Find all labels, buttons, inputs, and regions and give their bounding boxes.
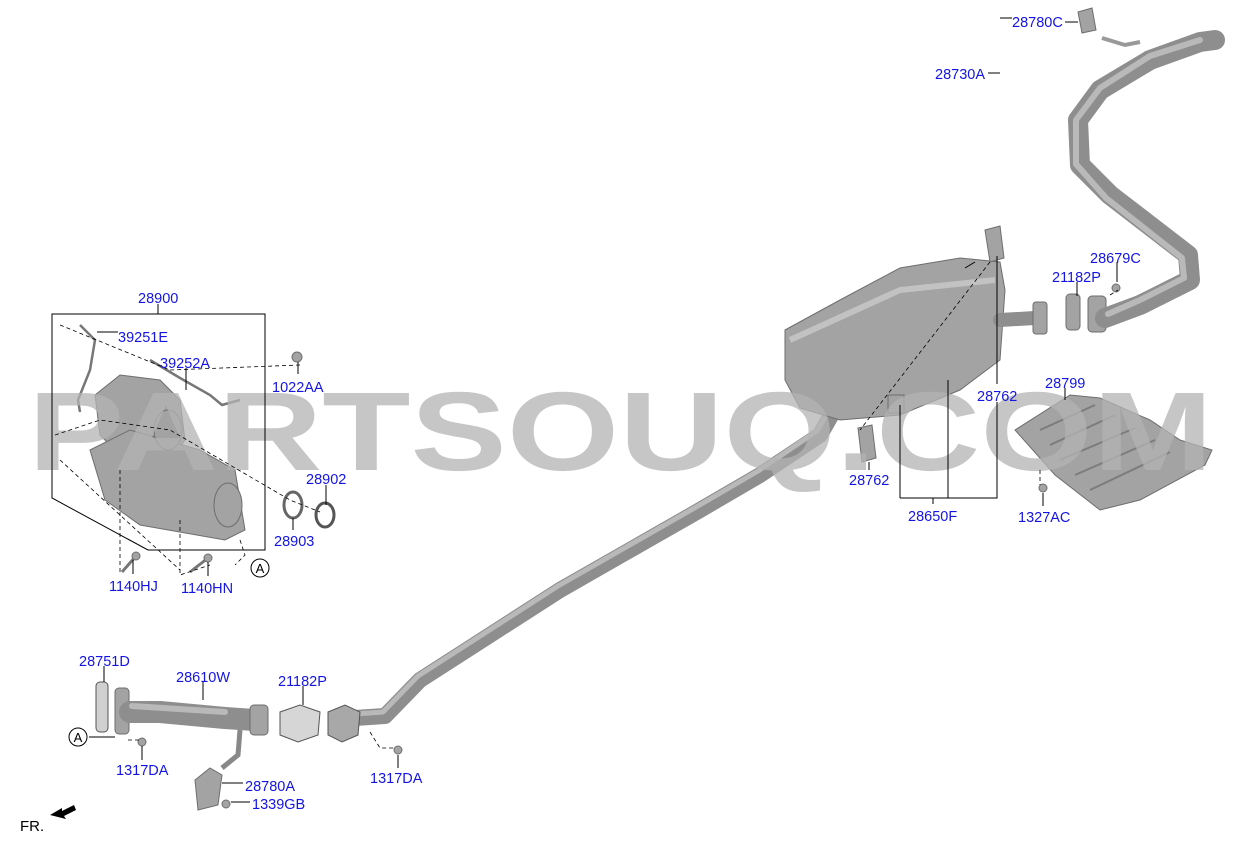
part-label-39252A[interactable]: 39252A [160,356,210,372]
flange-center-pipe [327,704,361,743]
part-label-28780A[interactable]: 28780A [245,779,295,795]
rubber-hanger-28780A[interactable] [194,767,223,811]
rear-muffler[interactable] [784,257,1048,421]
clamp-28902[interactable] [314,501,336,529]
center-pipe[interactable] [347,392,848,726]
svg-text:A: A [74,730,83,745]
part-label-28780C[interactable]: 28780C [1012,15,1063,31]
part-label-28650F[interactable]: 28650F [908,509,957,525]
part-label-1140HN[interactable]: 1140HN [181,581,233,597]
gasket-28903[interactable] [282,490,304,520]
catalytic-converter[interactable] [89,374,246,541]
sensor-wire-39251E [76,324,97,413]
sensor-wire-39252A [149,358,241,407]
front-arrow-icon [50,805,76,819]
part-label-1327AC[interactable]: 1327AC [1018,510,1070,526]
nut-1317DA-right[interactable] [393,745,403,755]
tail-pipe[interactable] [1068,30,1225,328]
tail-hanger-rod [1101,36,1141,48]
part-label-28610W[interactable]: 28610W [176,670,230,686]
reference-marker-a-upper: A [250,558,270,578]
front-pipe[interactable] [114,687,269,770]
part-label-28799[interactable]: 28799 [1045,376,1085,392]
part-label-1140HJ[interactable]: 1140HJ [109,579,158,595]
part-label-28903[interactable]: 28903 [274,534,314,550]
part-label-28679C[interactable]: 28679C [1090,251,1141,267]
gasket-28751D[interactable] [95,681,109,733]
part-label-21182P-rear[interactable]: 21182P [1052,270,1101,286]
nut-1022AA[interactable] [291,351,303,363]
front-direction-indicator: FR. [20,805,76,835]
part-label-28762-lower[interactable]: 28762 [849,473,889,489]
bolt-1140HJ[interactable] [120,551,141,573]
svg-text:FR.: FR. [20,818,44,835]
svg-text:A: A [256,561,265,576]
part-label-28902[interactable]: 28902 [306,472,346,488]
reference-marker-a-lower: A [68,727,88,747]
part-label-1317DA-left[interactable]: 1317DA [116,763,169,779]
part-label-28762-upper[interactable]: 28762 [977,389,1017,405]
part-label-1317DA-right[interactable]: 1317DA [370,771,423,787]
dashed-guides [54,261,1119,749]
nut-1327AC[interactable] [1038,483,1048,493]
part-label-28730A[interactable]: 28730A [935,67,985,83]
part-label-28900[interactable]: 28900 [138,291,178,307]
leader-lines [51,17,1118,803]
rear-gasket[interactable] [1065,293,1081,331]
part-label-39251E[interactable]: 39251E [118,330,168,346]
heat-shield[interactable] [1014,394,1213,511]
watermark: PARTSOUQ.COM [28,369,1213,494]
part-label-28751D[interactable]: 28751D [79,654,130,670]
part-label-1339GB[interactable]: 1339GB [252,797,305,813]
part-label-21182P-front[interactable]: 21182P [278,674,327,690]
bolt-1140HN[interactable] [189,553,213,574]
rubber-hanger-28780C[interactable] [1077,7,1097,34]
rubber-hanger-lower[interactable] [857,424,877,463]
part-label-1022AA[interactable]: 1022AA [272,380,324,396]
rubber-hanger-upper[interactable] [984,225,1005,263]
gasket-21182P-front[interactable] [279,704,321,743]
nut-1339GB[interactable] [221,799,231,809]
nut-1317DA-left[interactable] [137,737,147,747]
